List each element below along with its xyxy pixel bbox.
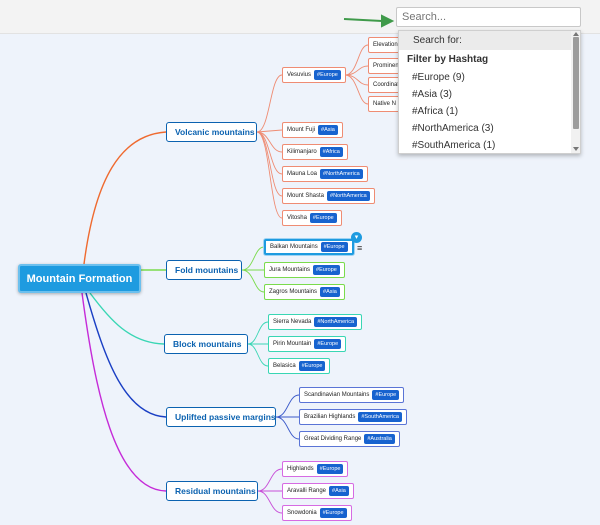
leaf-label: Zagros Mountains bbox=[269, 289, 318, 295]
leaf-vesuvius[interactable]: Vesuvius#Europe bbox=[282, 67, 346, 83]
leaf-mount-shasta[interactable]: Mount Shasta#NorthAmerica bbox=[282, 188, 375, 204]
branch-block-mountains[interactable]: Block mountains bbox=[164, 334, 248, 354]
leaf-label: Scandinavian Mountains bbox=[304, 392, 370, 398]
subleaf-label: Coordinates bbox=[373, 82, 406, 88]
hashtag-badge[interactable]: #Asia bbox=[318, 125, 338, 135]
filter-by-hashtag-heading: Filter by Hashtag bbox=[407, 54, 489, 65]
leaf-scandinavian-mountains[interactable]: Scandinavian Mountains#Europe bbox=[299, 387, 405, 403]
hashtag-badge[interactable]: #SouthAmerica bbox=[358, 412, 402, 422]
search-input[interactable] bbox=[396, 7, 581, 27]
leaf-sierra-nevada[interactable]: Sierra Nevada#NorthAmerica bbox=[268, 314, 363, 330]
leaf-label: Sierra Nevada bbox=[273, 319, 312, 325]
leaf-zagros-mountains[interactable]: Zagros Mountains#Asia bbox=[264, 284, 345, 300]
leaf-snowdonia[interactable]: Snowdonia#Europe bbox=[282, 505, 352, 521]
leaf-label: Aravalli Range bbox=[287, 488, 327, 494]
leaf-great-dividing-range[interactable]: Great Dividing Range#Australia bbox=[299, 431, 400, 447]
hashtag-badge[interactable]: #Europe bbox=[298, 361, 326, 371]
leaf-highlands[interactable]: Highlands#Europe bbox=[282, 461, 349, 477]
hashtag-badge[interactable]: #Australia bbox=[364, 434, 395, 444]
hashtag-option-northamerica[interactable]: #NorthAmerica (3) bbox=[412, 123, 494, 134]
branch-residual-mountains[interactable]: Residual mountains bbox=[166, 481, 258, 501]
hashtag-badge[interactable]: #Europe bbox=[316, 464, 344, 474]
leaf-aravalli-range[interactable]: Aravalli Range#Asia bbox=[282, 483, 354, 499]
hashtag-badge[interactable]: #Europe bbox=[313, 265, 340, 275]
hashtag-badge[interactable]: #NorthAmerica bbox=[320, 169, 363, 179]
leaf-label: Belasica bbox=[273, 363, 296, 369]
leaf-label: Kilimanjaro bbox=[287, 149, 317, 155]
leaf-label: Great Dividing Range bbox=[304, 436, 362, 442]
hashtag-badge[interactable]: #Africa bbox=[319, 147, 343, 157]
leaf-label: Mount Fuji bbox=[287, 127, 316, 133]
root-node[interactable]: Mountain Formation bbox=[18, 264, 141, 293]
leaf-pirin-mountain[interactable]: Pirin Mountain#Europe bbox=[268, 336, 347, 352]
scroll-up-icon[interactable] bbox=[573, 32, 579, 36]
leaf-label: Highlands bbox=[287, 466, 314, 472]
hashtag-option-europe[interactable]: #Europe (9) bbox=[412, 72, 465, 83]
leaf-label: Mount Shasta bbox=[287, 193, 325, 199]
hashtag-badge[interactable]: #Europe bbox=[309, 213, 337, 223]
hashtag-badge[interactable]: #NorthAmerica bbox=[314, 317, 358, 327]
leaf-mauna-loa[interactable]: Mauna Loa#NorthAmerica bbox=[282, 166, 368, 182]
hashtag-badge[interactable]: #Asia bbox=[329, 486, 349, 496]
subleaf-label: Native N bbox=[373, 101, 397, 107]
branch-volcanic-mountains[interactable]: Volcanic mountains bbox=[166, 122, 257, 142]
search-dropdown: Search for: Filter by Hashtag #Europe (9… bbox=[398, 30, 581, 154]
leaf-label: Vitosha bbox=[287, 215, 307, 221]
hashtag-option-southamerica[interactable]: #SouthAmerica (1) bbox=[412, 140, 496, 151]
search-for-label: Search for: bbox=[399, 31, 580, 50]
subleaf-label: Prominence bbox=[373, 63, 406, 69]
leaf-jura-mountains[interactable]: Jura Mountains#Europe bbox=[264, 262, 345, 278]
hashtag-badge[interactable]: #Europe bbox=[314, 70, 341, 80]
subleaf-label: Elevation bbox=[373, 42, 398, 48]
collapse-toggle-icon[interactable]: ▾ bbox=[351, 232, 362, 243]
hashtag-option-asia[interactable]: #Asia (3) bbox=[412, 89, 453, 100]
hashtag-badge[interactable]: #Europe bbox=[372, 390, 400, 400]
branch-fold-mountains[interactable]: Fold mountains bbox=[166, 260, 242, 280]
hashtag-badge[interactable]: #NorthAmerica bbox=[327, 191, 370, 201]
hashtag-badge[interactable]: #Europe bbox=[319, 508, 347, 518]
node-menu-icon[interactable]: ≡ bbox=[357, 243, 363, 253]
leaf-vitosha[interactable]: Vitosha#Europe bbox=[282, 210, 342, 226]
leaf-label: Snowdonia bbox=[287, 510, 317, 516]
leaf-belasica[interactable]: Belasica#Europe bbox=[268, 358, 331, 374]
hashtag-option-africa[interactable]: #Africa (1) bbox=[412, 106, 459, 117]
leaf-mount-fuji[interactable]: Mount Fuji#Asia bbox=[282, 122, 343, 138]
hashtag-badge[interactable]: #Asia bbox=[320, 287, 340, 297]
hashtag-badge[interactable]: #Europe bbox=[314, 339, 342, 349]
leaf-brazilian-highlands[interactable]: Brazilian Highlands#SouthAmerica bbox=[299, 409, 407, 425]
leaf-kilimanjaro[interactable]: Kilimanjaro#Africa bbox=[282, 144, 348, 160]
scroll-down-icon[interactable] bbox=[573, 147, 579, 151]
branch-uplifted-passive-margins[interactable]: Uplifted passive margins bbox=[166, 407, 276, 427]
leaf-label: Jura Mountains bbox=[269, 267, 311, 273]
leaf-label: Pirin Mountain bbox=[273, 341, 312, 347]
dropdown-scroll-thumb[interactable] bbox=[573, 37, 579, 129]
leaf-label: Vesuvius bbox=[287, 72, 312, 78]
leaf-label: Mauna Loa bbox=[287, 171, 318, 177]
hashtag-badge[interactable]: #Europe bbox=[320, 242, 348, 252]
leaf-label: Balkan Mountains bbox=[270, 244, 318, 250]
leaf-balkan-mountains[interactable]: Balkan Mountains#Europe bbox=[264, 239, 354, 255]
leaf-label: Brazilian Highlands bbox=[304, 414, 356, 420]
